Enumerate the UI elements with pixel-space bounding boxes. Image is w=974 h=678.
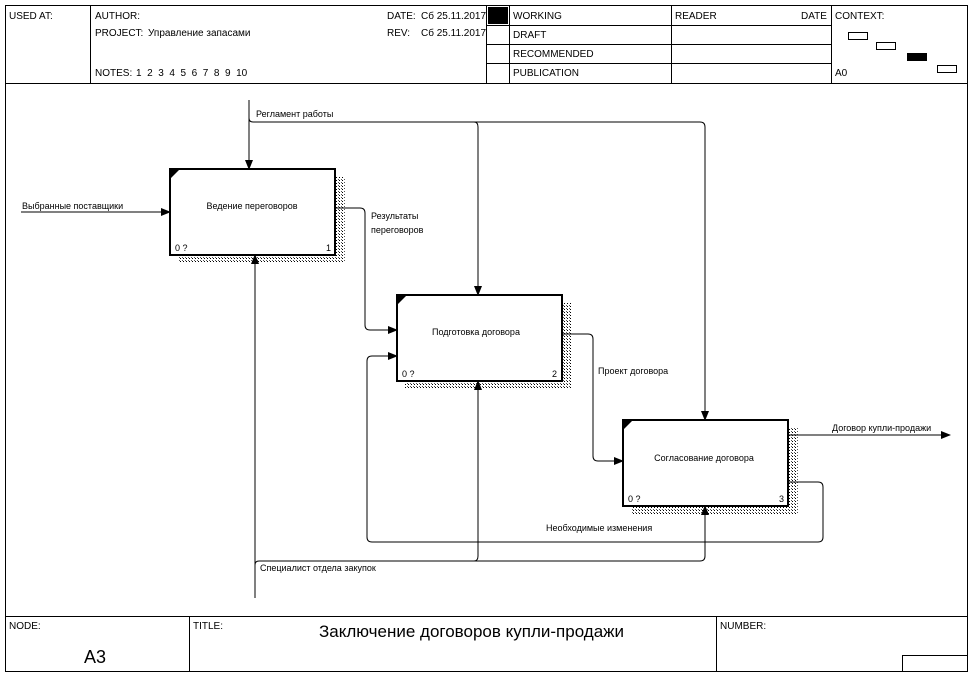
- footer-top-border: [5, 616, 968, 617]
- reader-date-label: DATE: [801, 11, 827, 22]
- header-divider: [90, 5, 91, 83]
- activity-box-2[interactable]: Подготовка договора 0 ? 2: [396, 294, 563, 382]
- page-corner-box: [902, 655, 968, 672]
- status-working: WORKING: [513, 11, 562, 22]
- arrow-reglament-box2: [473, 121, 482, 296]
- project-value: Управление запасами: [148, 28, 251, 39]
- reader-label: READER: [675, 11, 717, 22]
- label-results-1: Результаты: [371, 211, 418, 221]
- project-label: PROJECT:: [95, 28, 144, 39]
- context-label: CONTEXT:: [835, 11, 885, 22]
- title-label: TITLE:: [193, 621, 224, 632]
- diagram-title: Заключение договоров купли-продажи: [319, 622, 625, 641]
- node-label: NODE:: [9, 621, 41, 632]
- box-1-cost: 0 ?: [175, 243, 188, 253]
- header-divider: [831, 5, 832, 83]
- node-value: A3: [84, 647, 107, 667]
- arrow-changes: [366, 352, 824, 543]
- footer-divider: [189, 616, 190, 672]
- header-bottom-border: [5, 83, 968, 84]
- status-recommended: RECOMMENDED: [513, 49, 594, 60]
- context-box: [848, 32, 868, 40]
- status-row-border: [486, 63, 831, 64]
- arrow-draft: [562, 333, 624, 465]
- arrow-specialist-box3: [254, 505, 709, 566]
- notes-value: 1 2 3 4 5 6 7 8 9 10: [136, 68, 248, 79]
- arrow-specialist-box2: [473, 380, 482, 562]
- status-row-border: [486, 44, 831, 45]
- box-2-cost: 0 ?: [402, 369, 415, 379]
- context-box: [937, 65, 957, 73]
- label-draft: Проект договора: [598, 366, 668, 376]
- label-results-2: переговоров: [371, 225, 424, 235]
- context-box: [876, 42, 896, 50]
- status-publication: PUBLICATION: [513, 68, 579, 79]
- arrow-results: [335, 207, 398, 334]
- box-3-number: 3: [779, 494, 784, 504]
- rev-label: REV:: [387, 28, 410, 39]
- notes-label: NOTES:: [95, 68, 133, 79]
- activity-box-1[interactable]: Ведение переговоров 0 ? 1: [169, 168, 336, 256]
- footer-divider: [716, 616, 717, 672]
- label-changes: Необходимые изменения: [546, 523, 652, 533]
- box-1-label: Ведение переговоров: [206, 201, 297, 211]
- date-label: DATE:: [387, 11, 416, 22]
- label-specialist: Специалист отдела закупок: [260, 563, 376, 573]
- context-box-current: [907, 53, 927, 61]
- status-row-border: [486, 25, 831, 26]
- box-3-cost: 0 ?: [628, 494, 641, 504]
- box-2-label: Подготовка договора: [432, 327, 520, 337]
- label-contract: Договор купли-продажи: [832, 423, 931, 433]
- box-1-number: 1: [326, 243, 331, 253]
- date-value: Сб 25.11.2017: [421, 11, 487, 22]
- arrow-reglament-box3: [248, 117, 709, 421]
- number-label: NUMBER:: [720, 621, 767, 632]
- activity-box-3[interactable]: Согласование договора 0 ? 3: [622, 419, 789, 507]
- context-node: A0: [835, 68, 848, 79]
- label-reglament: Регламент работы: [256, 109, 333, 119]
- box-3-label: Согласование договора: [654, 453, 754, 463]
- status-draft: DRAFT: [513, 30, 547, 41]
- label-suppliers: Выбранные поставщики: [22, 201, 123, 211]
- working-marker: [488, 7, 508, 24]
- box-2-number: 2: [552, 369, 557, 379]
- used-at-label: USED AT:: [9, 11, 53, 22]
- author-label: AUTHOR:: [95, 11, 140, 22]
- rev-value: Сб 25.11.2017: [421, 28, 487, 39]
